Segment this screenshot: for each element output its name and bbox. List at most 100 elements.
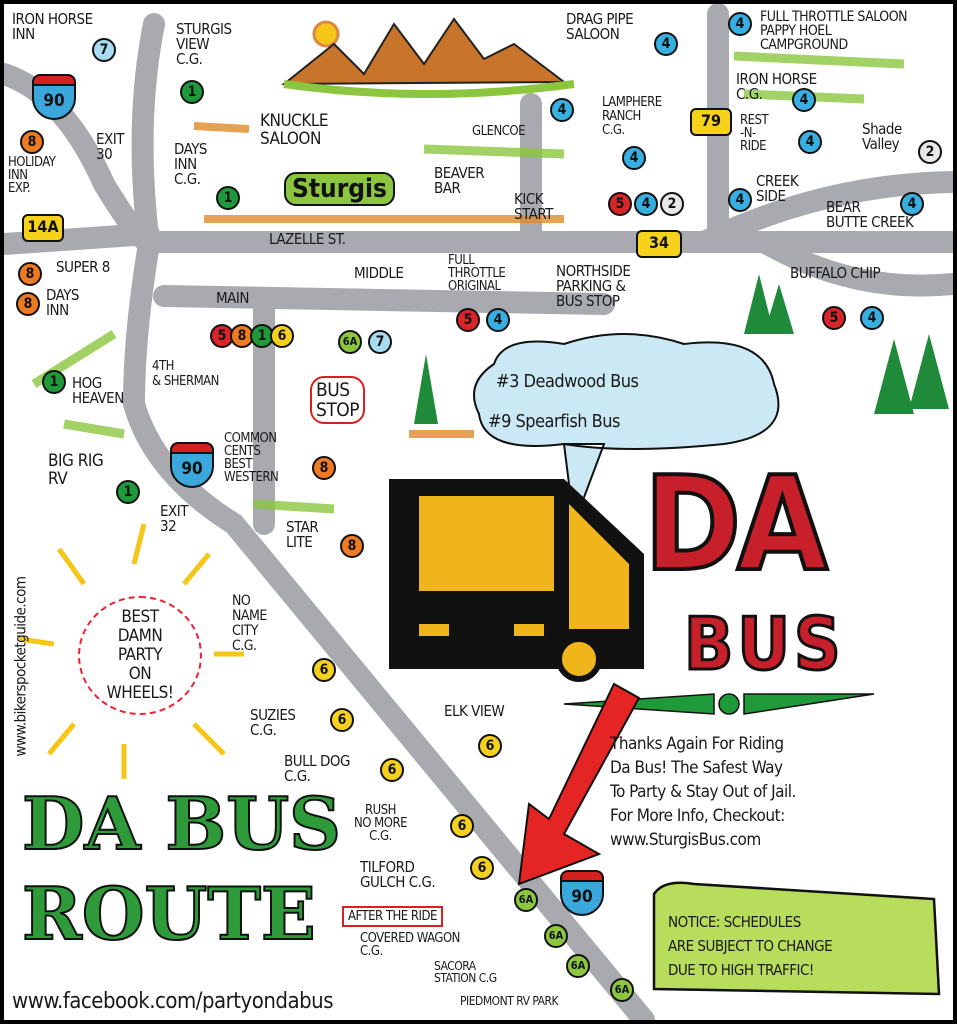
sd34-shield: 34 bbox=[636, 230, 682, 258]
place-holiday-inn: Holiday Inn Exp. bbox=[8, 155, 56, 196]
place-kick-start: Kick Start bbox=[514, 190, 553, 223]
place-after-the-ride: After the Ride bbox=[342, 906, 443, 927]
red-arrow bbox=[517, 682, 641, 886]
route-marker: 6 bbox=[312, 658, 336, 682]
place-beaver-bar: Beaver Bar bbox=[434, 164, 485, 197]
trees bbox=[414, 274, 949, 424]
place-sacora-station: Sacora Station C.G bbox=[434, 959, 497, 985]
place-tilford-gulch: Tilford Gulch C.G. bbox=[360, 858, 436, 891]
route-marker: 4 bbox=[486, 308, 510, 332]
place-bear-butte: Bear Butte Creek bbox=[826, 198, 914, 231]
facebook-url: www.facebook.com/partyondabus bbox=[12, 989, 334, 1014]
place-piedmont-rv: Piedmont RV Park bbox=[460, 994, 559, 1008]
street-middle: Middle bbox=[354, 264, 404, 282]
route-marker: 4 bbox=[634, 192, 658, 216]
place-creek-side: Creek Side bbox=[756, 172, 799, 205]
street-lazelle: Lazelle St. bbox=[269, 230, 346, 248]
route-marker: 7 bbox=[368, 330, 392, 354]
place-northside-parking: Northside Parking & Bus Stop bbox=[556, 262, 631, 310]
route-marker: 7 bbox=[92, 38, 116, 62]
route-marker: 6 bbox=[270, 324, 294, 348]
route-marker: 4 bbox=[900, 192, 924, 216]
place-elk-view: Elk View bbox=[444, 702, 505, 720]
route-marker: 6A bbox=[514, 888, 538, 912]
mountains-illustration bbox=[281, 17, 575, 98]
route-marker: 4 bbox=[798, 130, 822, 154]
place-super8: Super 8 bbox=[56, 258, 110, 276]
road-14a bbox=[4, 223, 160, 255]
sd79-shield: 79 bbox=[690, 108, 732, 136]
route-marker: 6 bbox=[470, 856, 494, 880]
route-marker: 4 bbox=[622, 146, 646, 170]
route-marker: 4 bbox=[792, 88, 816, 112]
route-marker: 8 bbox=[20, 130, 44, 154]
route-marker: 6A bbox=[338, 330, 362, 354]
sturgis-logo: Sturgis bbox=[284, 172, 395, 206]
route-marker: 8 bbox=[18, 262, 42, 286]
party-burst-text: Best Damn Party On Wheels! bbox=[78, 596, 202, 715]
route-marker: 1 bbox=[216, 186, 240, 210]
place-buffalo-chip: Buffalo Chip bbox=[790, 264, 881, 282]
divider-ornament bbox=[563, 693, 875, 715]
exit-32: Exit 32 bbox=[160, 502, 189, 535]
route-marker: 8 bbox=[312, 456, 336, 480]
notice-message: Notice: Schedules Are Subject To Change … bbox=[668, 913, 833, 979]
place-shade-valley: Shade Valley bbox=[862, 120, 902, 153]
route-marker: 6 bbox=[330, 708, 354, 732]
route-marker: 2 bbox=[660, 192, 684, 216]
route-map: 90 90 90 14A 79 34 Lazelle St. Middle Ma… bbox=[4, 4, 953, 1020]
place-days-inn-cg: Days Inn C.G. bbox=[174, 140, 208, 188]
da-bus-title-da: DA bbox=[642, 448, 830, 600]
place-days-inn: Days Inn bbox=[46, 286, 80, 319]
i90-shield-exit32: 90 bbox=[170, 442, 214, 488]
party-burst bbox=[18, 523, 244, 779]
route-marker: 4 bbox=[654, 32, 678, 56]
thanks-message: Thanks Again For Riding Da Bus! The Safe… bbox=[610, 734, 796, 850]
place-full-throttle-saloon: Full Throttle Saloon Pappy Hoel Campgrou… bbox=[760, 9, 908, 53]
route-logo-line1: Da Bus bbox=[21, 781, 342, 866]
cloud-line-spearfish: #9 Spearfish Bus bbox=[488, 411, 620, 432]
route-marker: 5 bbox=[456, 308, 480, 332]
street-main: Main bbox=[216, 289, 249, 307]
place-star-lite: Star Lite bbox=[286, 518, 319, 551]
route-marker: 5 bbox=[608, 192, 632, 216]
route-marker: 6A bbox=[610, 978, 634, 1002]
place-covered-wagon: Covered Wagon C.G. bbox=[360, 931, 460, 959]
place-full-throttle-original: Full Throttle Original bbox=[448, 253, 506, 294]
place-big-rig-rv: Big Rig RV bbox=[48, 451, 104, 489]
route-marker: 8 bbox=[340, 534, 364, 558]
place-hog-heaven: Hog Heaven bbox=[72, 374, 124, 407]
exit-30: Exit 30 bbox=[96, 130, 125, 163]
road-buffalo-chip bbox=[753, 231, 953, 297]
map-background bbox=[4, 4, 953, 1020]
street-4th-sherman: 4th & Sherman bbox=[152, 359, 219, 389]
place-drag-pipe: Drag Pipe Saloon bbox=[566, 10, 634, 43]
place-iron-horse-inn: Iron Horse Inn bbox=[12, 10, 93, 43]
route-marker: 6 bbox=[450, 814, 474, 838]
route-marker: 4 bbox=[550, 98, 574, 122]
route-marker: 2 bbox=[918, 140, 942, 164]
route-logo-line2: Route bbox=[21, 871, 317, 956]
place-iron-horse-cg: Iron Horse C.G. bbox=[736, 70, 817, 103]
i90-shield-south: 90 bbox=[560, 870, 604, 916]
route-marker: 6 bbox=[478, 734, 502, 758]
place-rush-no-more: Rush No More C.G. bbox=[354, 803, 407, 844]
place-glencoe: Glencoe bbox=[472, 124, 525, 139]
place-lamphere: Lamphere Ranch C.G. bbox=[602, 95, 662, 138]
route-marker: 5 bbox=[822, 306, 846, 330]
place-no-name-city: No Name City C.G. bbox=[232, 593, 267, 654]
route-marker: 6A bbox=[544, 924, 568, 948]
route-marker: 6 bbox=[380, 758, 404, 782]
bus-stop-callout: Bus Stop bbox=[310, 376, 366, 424]
place-suzies: Suzies C.G. bbox=[250, 706, 296, 739]
place-rest-n-ride: Rest -N- Ride bbox=[740, 113, 769, 154]
road-main bbox=[153, 285, 615, 315]
place-sturgis-view: Sturgis View C.G. bbox=[176, 20, 232, 68]
da-bus-title-bus: BUS bbox=[683, 602, 845, 686]
side-url: www.bikerspocketguide.com bbox=[11, 576, 30, 757]
place-knuckle-saloon: Knuckle Saloon bbox=[260, 111, 329, 149]
route-marker: 4 bbox=[728, 12, 752, 36]
place-bull-dog: Bull Dog C.G. bbox=[284, 752, 350, 785]
route-marker: 6A bbox=[566, 954, 590, 978]
road-bear-butte bbox=[693, 171, 953, 253]
